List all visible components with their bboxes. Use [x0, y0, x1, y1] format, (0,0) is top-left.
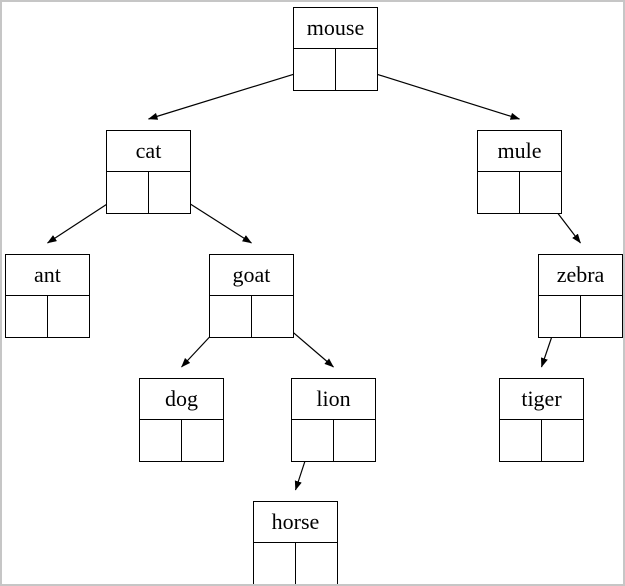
- right-pointer-cell: [296, 543, 337, 584]
- tree-node-dog: dog: [139, 378, 224, 462]
- pointer-row: [500, 420, 583, 461]
- tree-node-goat: goat: [209, 254, 294, 338]
- node-label: mouse: [294, 8, 377, 49]
- pointer-row: [292, 420, 375, 461]
- right-pointer-cell: [48, 296, 89, 337]
- left-pointer-cell: [539, 296, 581, 337]
- node-label: horse: [254, 502, 337, 543]
- edge-arrow-mouse-mule: [356, 67, 520, 120]
- right-pointer-cell: [334, 420, 375, 461]
- tree-node-ant: ant: [5, 254, 90, 338]
- right-pointer-cell: [149, 172, 190, 213]
- pointer-row: [478, 172, 561, 213]
- pointer-row: [254, 543, 337, 584]
- tree-node-horse: horse: [253, 501, 338, 584]
- pointer-row: [539, 296, 622, 337]
- left-pointer-cell: [294, 49, 336, 90]
- pointer-row: [140, 420, 223, 461]
- left-pointer-cell: [6, 296, 48, 337]
- node-label: goat: [210, 255, 293, 296]
- left-pointer-cell: [210, 296, 252, 337]
- tree-node-mouse: mouse: [293, 7, 378, 91]
- right-pointer-cell: [252, 296, 293, 337]
- edge-arrow-mouse-cat: [148, 67, 315, 120]
- left-pointer-cell: [140, 420, 182, 461]
- right-pointer-cell: [581, 296, 622, 337]
- node-label: tiger: [500, 379, 583, 420]
- pointer-row: [107, 172, 190, 213]
- right-pointer-cell: [336, 49, 377, 90]
- node-label: ant: [6, 255, 89, 296]
- right-pointer-cell: [542, 420, 583, 461]
- node-label: lion: [292, 379, 375, 420]
- left-pointer-cell: [254, 543, 296, 584]
- left-pointer-cell: [107, 172, 149, 213]
- pointer-row: [210, 296, 293, 337]
- tree-node-lion: lion: [291, 378, 376, 462]
- right-pointer-cell: [520, 172, 561, 213]
- tree-node-tiger: tiger: [499, 378, 584, 462]
- left-pointer-cell: [478, 172, 520, 213]
- tree-node-mule: mule: [477, 130, 562, 214]
- pointer-row: [294, 49, 377, 90]
- node-label: dog: [140, 379, 223, 420]
- node-label: zebra: [539, 255, 622, 296]
- left-pointer-cell: [500, 420, 542, 461]
- pointer-row: [6, 296, 89, 337]
- right-pointer-cell: [182, 420, 223, 461]
- tree-node-zebra: zebra: [538, 254, 623, 338]
- left-pointer-cell: [292, 420, 334, 461]
- tree-node-cat: cat: [106, 130, 191, 214]
- node-label: cat: [107, 131, 190, 172]
- node-label: mule: [478, 131, 561, 172]
